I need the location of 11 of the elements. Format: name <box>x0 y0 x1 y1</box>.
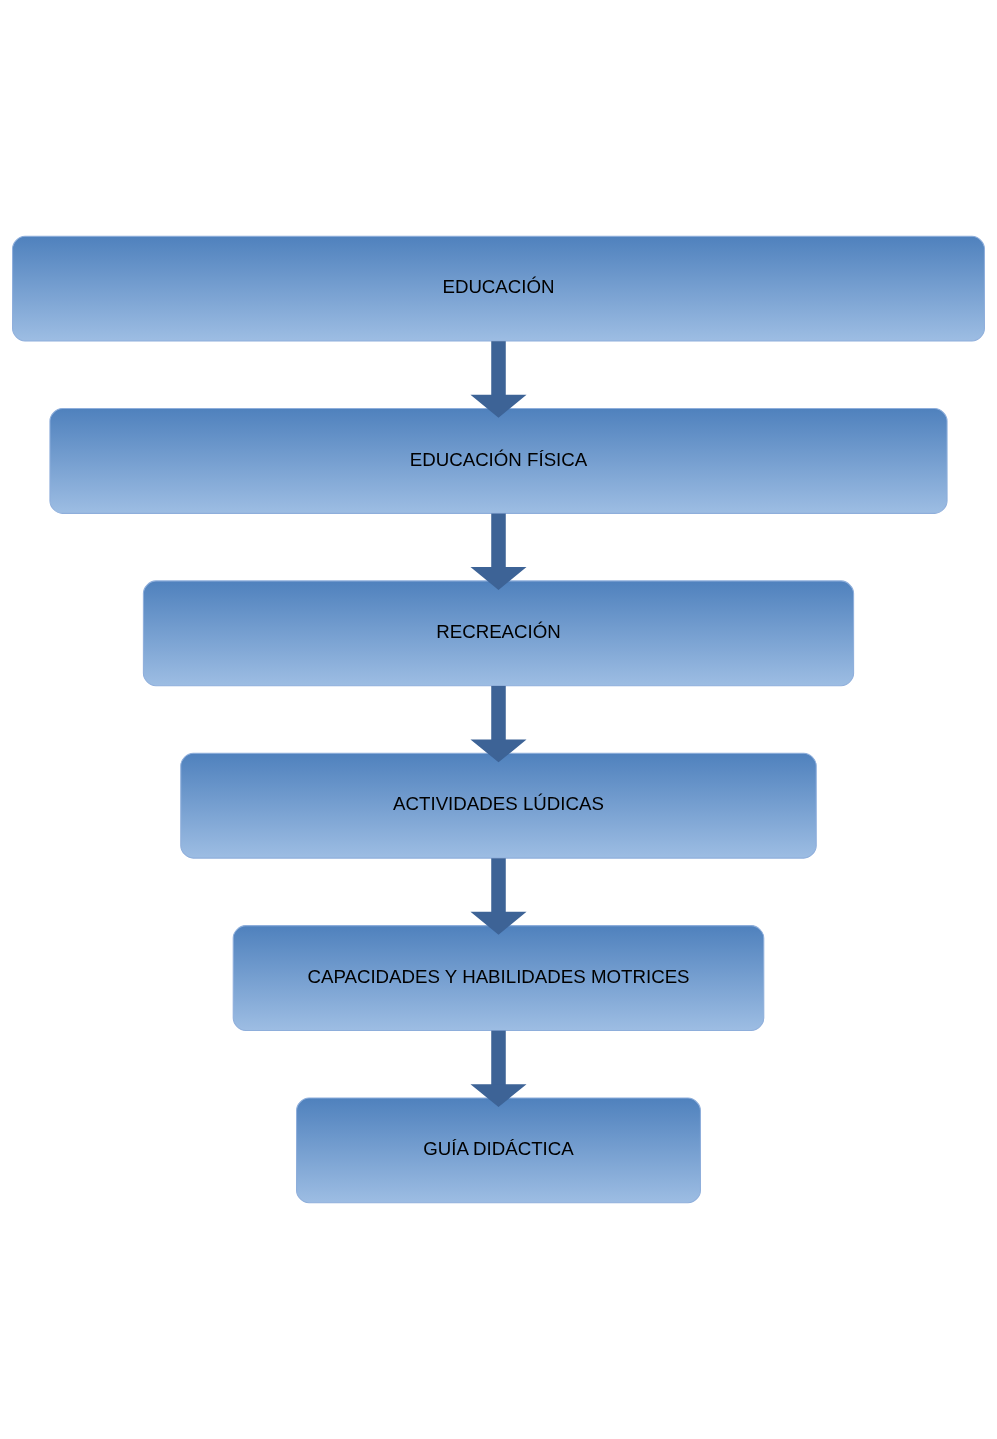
arrow <box>470 1030 527 1108</box>
node-box: ACTIVIDADES LÚDICAS <box>180 752 817 859</box>
node-box: EDUCACIÓN FÍSICA <box>49 408 948 514</box>
arrow <box>470 341 527 418</box>
node-box: EDUCACIÓN <box>12 235 985 342</box>
node-box: GUÍA DIDÁCTICA <box>296 1097 701 1204</box>
arrow <box>470 685 527 763</box>
arrow <box>470 513 527 590</box>
node-box: RECREACIÓN <box>142 580 855 687</box>
arrow <box>470 858 527 935</box>
node-box: CAPACIDADES Y HABILIDADES MOTRICES <box>232 925 765 1031</box>
